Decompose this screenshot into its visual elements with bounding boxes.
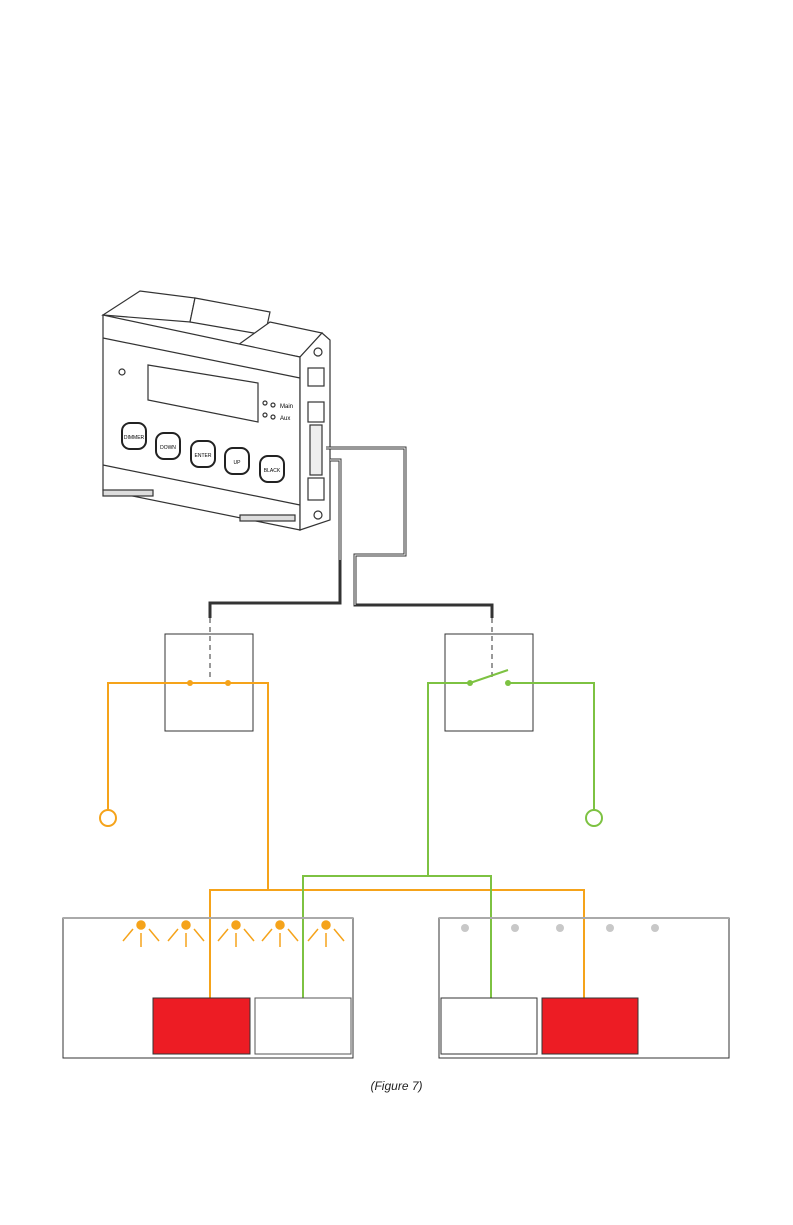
red-block (152, 997, 251, 1055)
device-button-dimmer[interactable]: DIMMER (121, 422, 147, 450)
button-label: UP (234, 460, 242, 466)
lit-lamps-icon (122, 920, 345, 947)
unlit-lamps-icon (461, 924, 659, 932)
white-block (254, 997, 352, 1055)
button-label: BLACK (264, 468, 281, 474)
panel-right (438, 917, 730, 1059)
white-block (440, 997, 538, 1055)
button-label: DIMMER (124, 435, 145, 441)
panel-left (62, 917, 354, 1059)
controller-device (101, 290, 331, 531)
power-source-green (585, 809, 603, 827)
indicator-aux-label: Aux (280, 416, 290, 422)
device-button-up[interactable]: UP (224, 447, 250, 475)
red-block (541, 997, 639, 1055)
indicator-main-label: Main (280, 404, 293, 410)
device-button-black[interactable]: BLACK (259, 455, 285, 483)
button-label: DOWN (160, 445, 176, 451)
button-label: ENTER (195, 453, 212, 459)
device-button-enter[interactable]: ENTER (190, 440, 216, 468)
figure-caption: (Figure 7) (370, 1079, 423, 1093)
device-button-down[interactable]: DOWN (155, 432, 181, 460)
green-circuit (302, 669, 603, 998)
power-source-orange (99, 809, 117, 827)
orange-circuit (99, 682, 585, 998)
